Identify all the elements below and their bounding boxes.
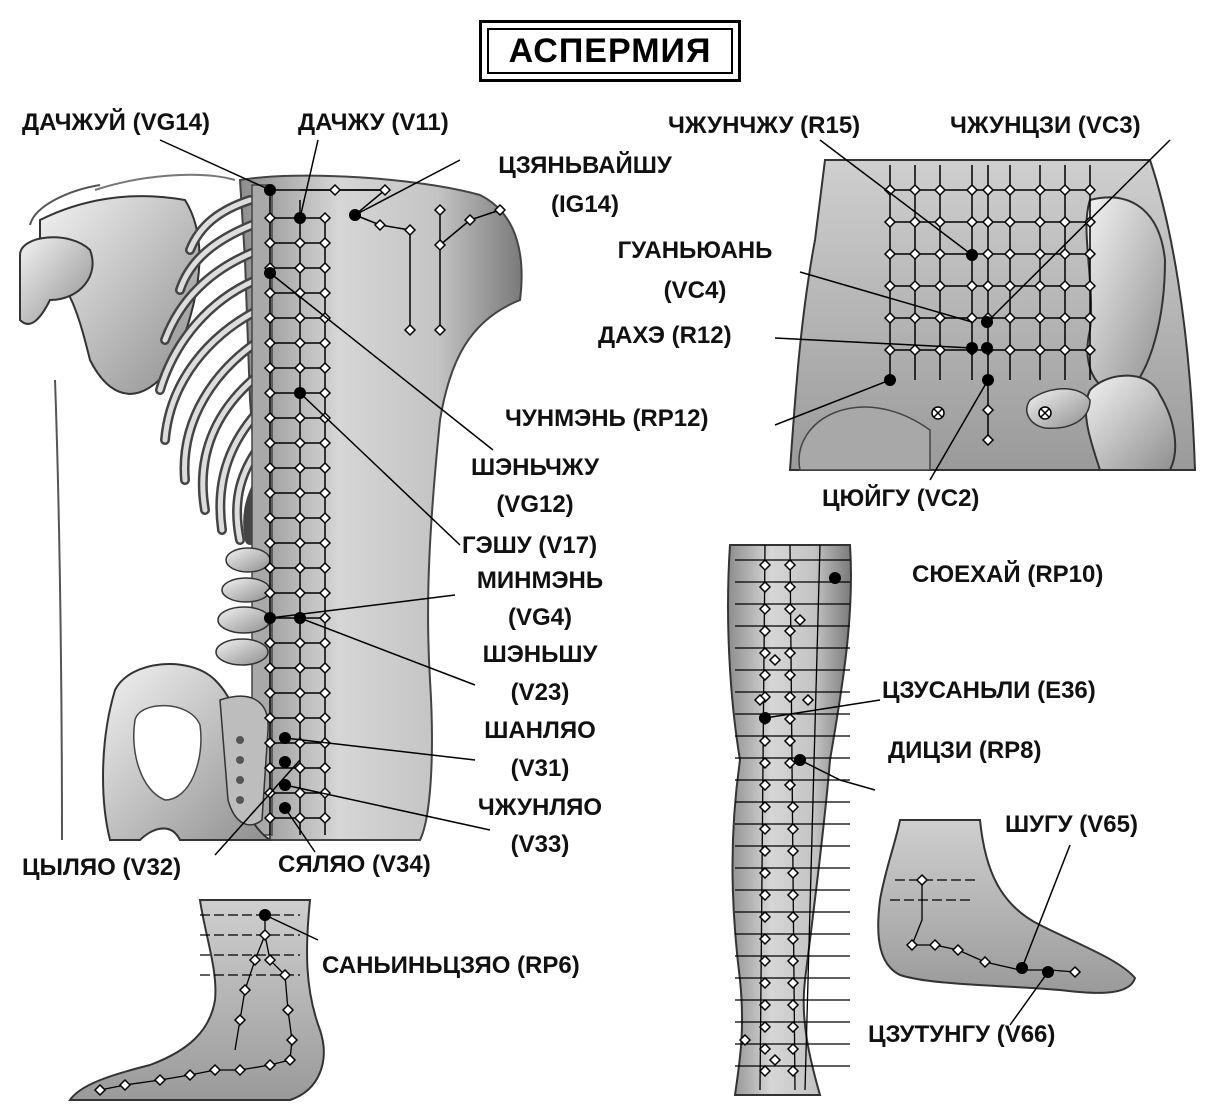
label-shugu: ШУГУ (V65) bbox=[1005, 812, 1138, 838]
target-point bbox=[279, 756, 291, 768]
label-jianwaishu-name: ЦЗЯНЬВАЙШУ bbox=[460, 153, 710, 179]
label-mingmen-code: (VG4) bbox=[455, 605, 625, 631]
label-shenshu-code: (V23) bbox=[455, 680, 625, 706]
label-geshu: ГЭШУ (V17) bbox=[462, 533, 597, 559]
label-zhongzhu: ЧЖУНЧЖУ (R15) bbox=[668, 113, 860, 139]
label-guanyuan-name: ГУАНЬЮАНЬ bbox=[585, 238, 805, 264]
label-ciliao: ЦЫЛЯО (V32) bbox=[22, 855, 181, 881]
label-diji: ДИЦЗИ (RP8) bbox=[888, 738, 1042, 764]
label-guanyuan-code: (VC4) bbox=[585, 278, 805, 304]
label-sanyinjiao: САНЬИНЬЦЗЯО (RP6) bbox=[322, 953, 580, 979]
label-shangliao-code: (V31) bbox=[455, 756, 625, 782]
label-zusanli: ЦЗУСАНЬЛИ (E36) bbox=[882, 678, 1096, 704]
label-dazhu: ДАЧЖУ (V11) bbox=[298, 110, 449, 136]
left-foot-figure bbox=[70, 900, 324, 1100]
label-qugu: ЦЮЙГУ (VC2) bbox=[822, 486, 979, 512]
right-foot-figure bbox=[878, 820, 1135, 993]
left-foot-skin bbox=[70, 900, 324, 1100]
target-point bbox=[981, 342, 993, 354]
label-shenshu-name: ШЭНЬШУ bbox=[455, 642, 625, 668]
label-xialiao: СЯЛЯО (V34) bbox=[278, 852, 431, 878]
body-outline-neck bbox=[95, 175, 235, 190]
label-zhongliao-code: (V33) bbox=[455, 832, 625, 858]
abdomen-figure bbox=[790, 160, 1195, 470]
title-frame: АСПЕРМИЯ bbox=[479, 20, 741, 82]
title-inner-frame: АСПЕРМИЯ bbox=[487, 28, 733, 74]
target-point bbox=[829, 572, 841, 584]
label-shangliao-name: ШАНЛЯО bbox=[455, 718, 625, 744]
label-zhongliao-name: ЧЖУНЛЯО bbox=[455, 795, 625, 821]
label-dazhui: ДАЧЖУЙ (VG14) bbox=[22, 110, 210, 136]
label-jianwaishu-code: (IG14) bbox=[460, 192, 710, 218]
label-xuehai: СЮЕХАЙ (RP10) bbox=[912, 562, 1103, 588]
label-dahe: ДАХЭ (R12) bbox=[598, 323, 732, 349]
label-zutonggu: ЦЗУТУНГУ (V66) bbox=[868, 1022, 1055, 1048]
page-title: АСПЕРМИЯ bbox=[509, 32, 712, 71]
label-chongmen: ЧУНМЭНЬ (RP12) bbox=[505, 406, 708, 432]
label-shenzhu-name: ШЭНЬЧЖУ bbox=[455, 455, 615, 481]
label-shenzhu-code: (VG12) bbox=[455, 492, 615, 518]
label-mingmen-name: МИНМЭНЬ bbox=[455, 568, 625, 594]
label-zhongji: ЧЖУНЦЗИ (VC3) bbox=[950, 113, 1141, 139]
